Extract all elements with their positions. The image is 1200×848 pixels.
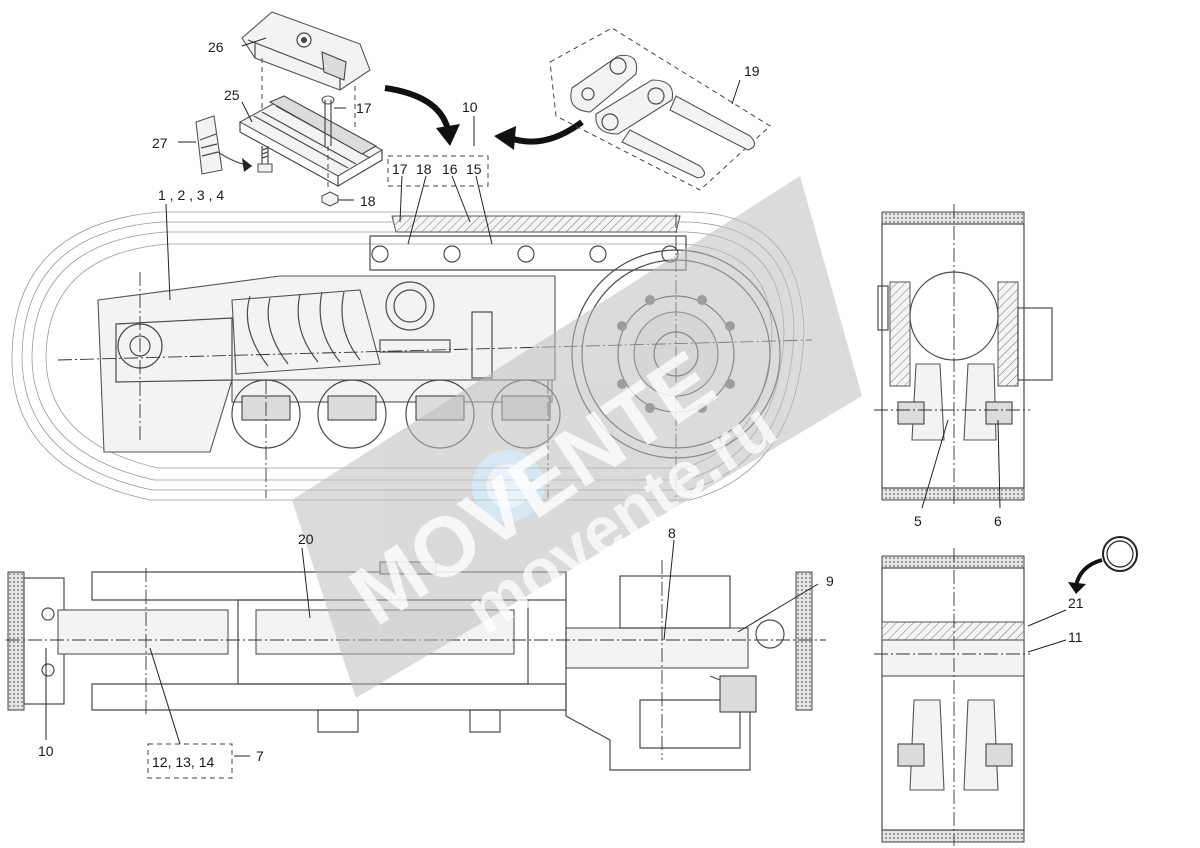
label-11: 11 (1068, 629, 1083, 645)
label-1-2-3-4: 1 , 2 , 3 , 4 (158, 187, 224, 203)
label-18-box: 18 (416, 161, 432, 177)
label-16: 16 (442, 161, 458, 177)
instruction-sheet-27 (195, 115, 223, 175)
arrow-link-to-chain (509, 119, 584, 145)
section-view-upper (877, 211, 1053, 501)
label-10-top: 10 (462, 99, 478, 115)
label-9: 9 (826, 573, 834, 589)
label-7: 7 (256, 748, 264, 764)
label-6: 6 (994, 513, 1002, 529)
label-26: 26 (208, 39, 224, 55)
bolt-17 (321, 95, 335, 146)
watermark (292, 176, 862, 698)
rubber-pad-26 (241, 11, 371, 91)
arrow-pad-to-chain (384, 85, 451, 131)
label-12-13-14: 12, 13, 14 (152, 754, 214, 770)
nut-18 (321, 191, 339, 207)
label-20: 20 (298, 531, 314, 547)
label-5: 5 (914, 513, 922, 529)
label-25: 25 (224, 87, 240, 103)
clip-ring-icon (1102, 536, 1138, 572)
label-15: 15 (466, 161, 482, 177)
section-view-lower (881, 555, 1025, 843)
track-shoe-25 (238, 95, 384, 188)
label-18-top: 18 (360, 193, 376, 209)
label-21: 21 (1068, 595, 1084, 611)
label-27: 27 (152, 135, 168, 151)
chain-link-assembly-19 (549, 27, 771, 191)
label-10-bottom: 10 (38, 743, 54, 759)
label-19: 19 (744, 63, 760, 79)
callout-box-12-14 (147, 743, 233, 779)
label-8: 8 (668, 525, 676, 541)
label-17-top: 17 (356, 100, 372, 116)
callout-leaders (45, 37, 1067, 757)
label-17-box: 17 (392, 161, 408, 177)
callout-box-15-18 (387, 155, 489, 187)
spare-bolt (257, 146, 273, 173)
